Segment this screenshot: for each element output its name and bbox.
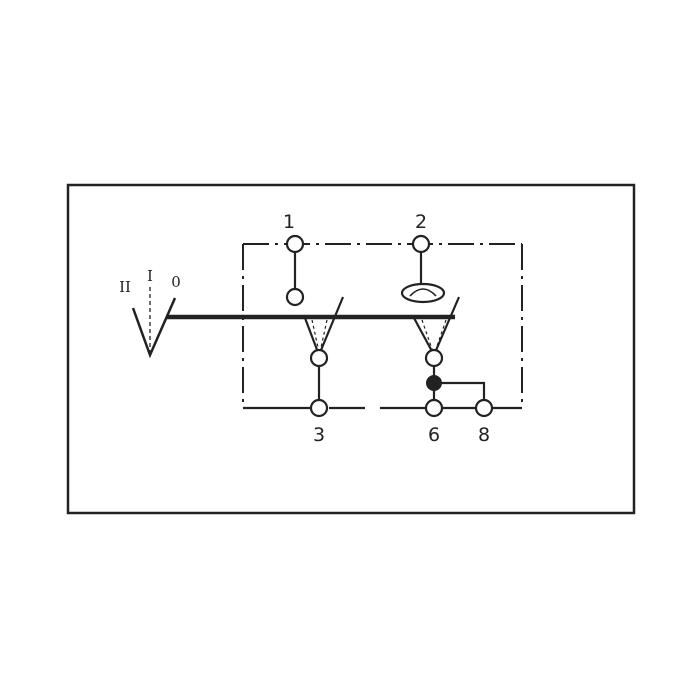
terminal-label-8: 8 (478, 424, 490, 446)
terminal-3 (309, 398, 329, 418)
lamp-symbol (400, 282, 446, 304)
contact-6-fixed (424, 348, 444, 368)
terminals (285, 234, 494, 418)
wiring (243, 253, 522, 410)
terminal-label-6: 6 (428, 424, 440, 446)
diagram-frame (66, 183, 636, 515)
position-label-i: I (147, 267, 153, 285)
toggle-lever (131, 297, 177, 359)
contact-3-fixed (309, 348, 329, 368)
terminal-6 (424, 398, 444, 418)
moving-contact-left (303, 296, 345, 356)
position-label-ii: II (119, 278, 131, 296)
terminal-label-2: 2 (415, 211, 427, 233)
terminal-label-3: 3 (313, 424, 325, 446)
terminal-2 (411, 234, 431, 254)
moving-contact-right (413, 296, 461, 356)
terminal-1 (285, 234, 305, 254)
position-label-0: 0 (171, 273, 181, 291)
terminal-label-1: 1 (283, 211, 295, 233)
contact-1-fixed (285, 287, 305, 307)
junction-dot (426, 375, 442, 391)
switch-actuator (131, 287, 455, 359)
terminal-8 (474, 398, 494, 418)
